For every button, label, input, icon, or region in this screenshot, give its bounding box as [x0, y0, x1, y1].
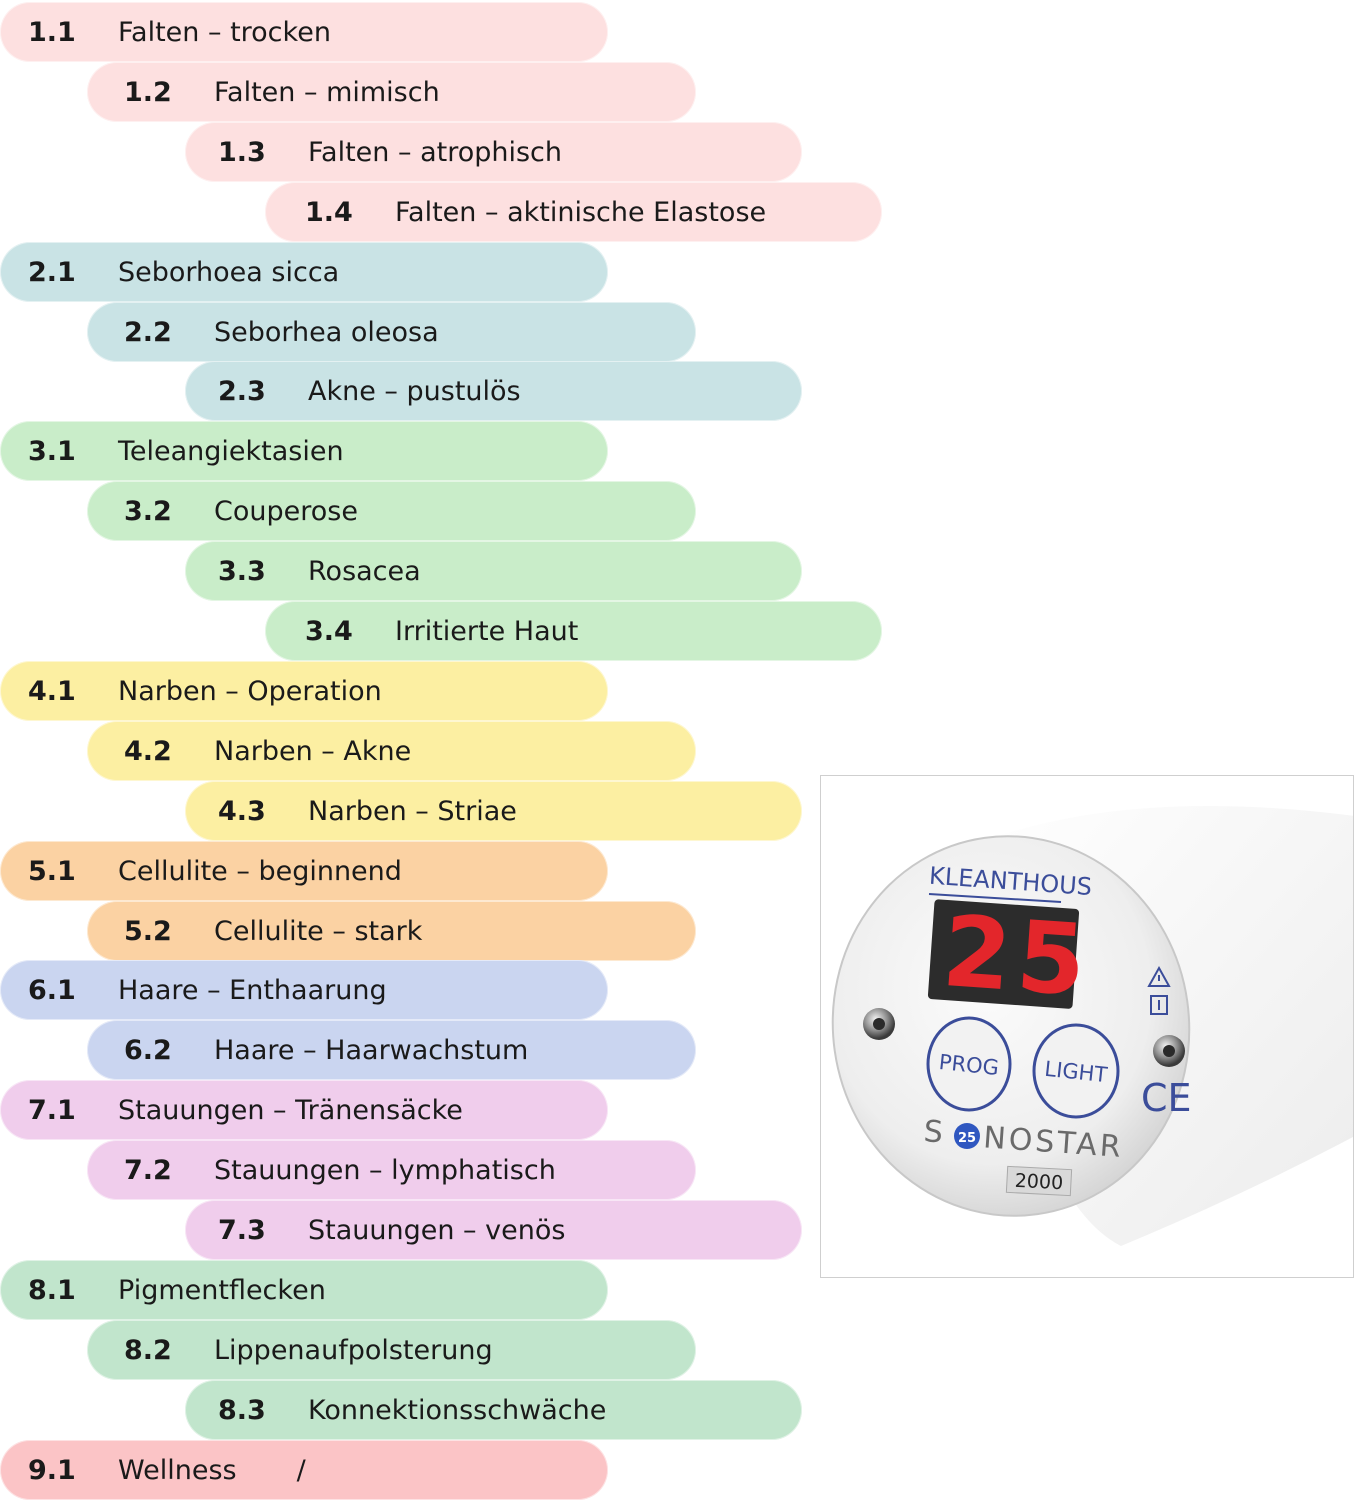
program-number: 1.4: [305, 196, 353, 228]
program-number: 4.3: [218, 795, 266, 827]
program-item: 4.3 Narben – Striae: [185, 781, 802, 841]
program-label: Haare – Enthaarung: [118, 974, 387, 1006]
program-item: 1.4 Falten – aktinische Elastose: [265, 182, 882, 242]
program-label: Cellulite – stark: [214, 915, 423, 947]
program-label: Narben – Operation: [118, 675, 382, 707]
program-number: 1.2: [124, 76, 172, 108]
program-number: 8.2: [124, 1334, 172, 1366]
program-item: 7.2 Stauungen – lymphatisch: [87, 1140, 696, 1200]
program-label: Pigmentflecken: [118, 1274, 326, 1306]
program-item: 5.2 Cellulite – stark: [87, 901, 696, 961]
program-number: 1.3: [218, 136, 266, 168]
model-plate: [1005, 1165, 1073, 1197]
program-label: Falten – mimisch: [214, 76, 440, 108]
device-photo: KLEANTHOUS 25 PROG LIGHT CE: [820, 775, 1354, 1278]
program-label: Irritierte Haut: [395, 615, 579, 647]
program-label: Lippenaufpolsterung: [214, 1334, 493, 1366]
program-item: 2.3 Akne – pustulös: [185, 361, 802, 421]
light-button[interactable]: LIGHT: [1032, 1023, 1120, 1119]
program-label: Couperose: [214, 495, 358, 527]
program-number: 7.3: [218, 1214, 266, 1246]
program-item: 4.1 Narben – Operation: [0, 661, 608, 721]
led-display: [927, 899, 1080, 1009]
program-item: 5.1 Cellulite – beginnend: [0, 841, 608, 901]
program-number: 5.2: [124, 915, 172, 947]
program-item: 1.3 Falten – atrophisch: [185, 122, 802, 182]
program-number: 8.1: [28, 1274, 76, 1306]
program-item: 2.2 Seborhea oleosa: [87, 302, 696, 362]
program-item: 7.1 Stauungen – Tränensäcke: [0, 1080, 608, 1140]
program-number: 1.1: [28, 16, 76, 48]
program-label: Seborhea oleosa: [214, 316, 439, 348]
program-label: Wellness /: [118, 1454, 306, 1486]
program-number: 2.2: [124, 316, 172, 348]
program-item: 8.3 Konnektionsschwäche: [185, 1380, 802, 1440]
program-number: 3.1: [28, 435, 76, 467]
program-item: 9.1 Wellness /: [0, 1440, 608, 1500]
program-label: Teleangiektasien: [118, 435, 344, 467]
prog-button[interactable]: PROG: [926, 1016, 1012, 1112]
program-item: 1.2 Falten – mimisch: [87, 62, 696, 122]
program-number: 3.4: [305, 615, 353, 647]
program-number: 6.2: [124, 1034, 172, 1066]
program-label: Haare – Haarwachstum: [214, 1034, 529, 1066]
logo-badge-text: 25: [958, 1131, 976, 1146]
program-number: 9.1: [28, 1454, 76, 1486]
program-number: 5.1: [28, 855, 76, 887]
program-label: Stauungen – lymphatisch: [214, 1154, 556, 1186]
program-item: 8.2 Lippenaufpolsterung: [87, 1320, 696, 1380]
program-number: 3.2: [124, 495, 172, 527]
ce-mark: CE: [1141, 1076, 1192, 1120]
program-label: Falten – atrophisch: [308, 136, 563, 168]
program-label: Seborhoea sicca: [118, 256, 340, 288]
program-item: 4.2 Narben – Akne: [87, 721, 696, 781]
warning-icon: [1147, 965, 1171, 987]
device-illustration: KLEANTHOUS 25 PROG LIGHT CE: [831, 806, 1353, 1246]
program-label: Narben – Striae: [308, 795, 517, 827]
program-label: Konnektionsschwäche: [308, 1394, 607, 1426]
program-label: Stauungen – Tränensäcke: [118, 1094, 463, 1126]
program-label: Falten – aktinische Elastose: [395, 196, 767, 228]
program-item: 3.3 Rosacea: [185, 541, 802, 601]
program-item: 1.1 Falten – trocken: [0, 2, 608, 62]
device-face: [831, 835, 1191, 1217]
program-number: 8.3: [218, 1394, 266, 1426]
program-label: Stauungen – venös: [308, 1214, 566, 1246]
program-number: 2.1: [28, 256, 76, 288]
logo-left: S: [923, 1114, 944, 1150]
program-number: 4.1: [28, 675, 76, 707]
program-label: Cellulite – beginnend: [118, 855, 402, 887]
program-number: 2.3: [218, 375, 266, 407]
info-icon: [1150, 995, 1168, 1015]
program-item: 6.2 Haare – Haarwachstum: [87, 1020, 696, 1080]
program-label: Falten – trocken: [118, 16, 331, 48]
program-item: 8.1 Pigmentflecken: [0, 1260, 608, 1320]
program-item: 3.1 Teleangiektasien: [0, 421, 608, 481]
program-number: 4.2: [124, 735, 172, 767]
program-item: 7.3 Stauungen – venös: [185, 1200, 802, 1260]
program-number: 6.1: [28, 974, 76, 1006]
program-number: 7.2: [124, 1154, 172, 1186]
program-number: 7.1: [28, 1094, 76, 1126]
model-number: 2000: [1014, 1170, 1063, 1195]
program-item: 3.4 Irritierte Haut: [265, 601, 882, 661]
program-label: Narben – Akne: [214, 735, 412, 767]
program-item: 2.1 Seborhoea sicca: [0, 242, 608, 302]
program-number: 3.3: [218, 555, 266, 587]
program-label: Rosacea: [308, 555, 421, 587]
program-item: 3.2 Couperose: [87, 481, 696, 541]
program-item: 6.1 Haare – Enthaarung: [0, 960, 608, 1020]
led-display-value: 25: [939, 895, 1095, 1019]
logo-badge: [954, 1123, 980, 1149]
program-label: Akne – pustulös: [308, 375, 521, 407]
